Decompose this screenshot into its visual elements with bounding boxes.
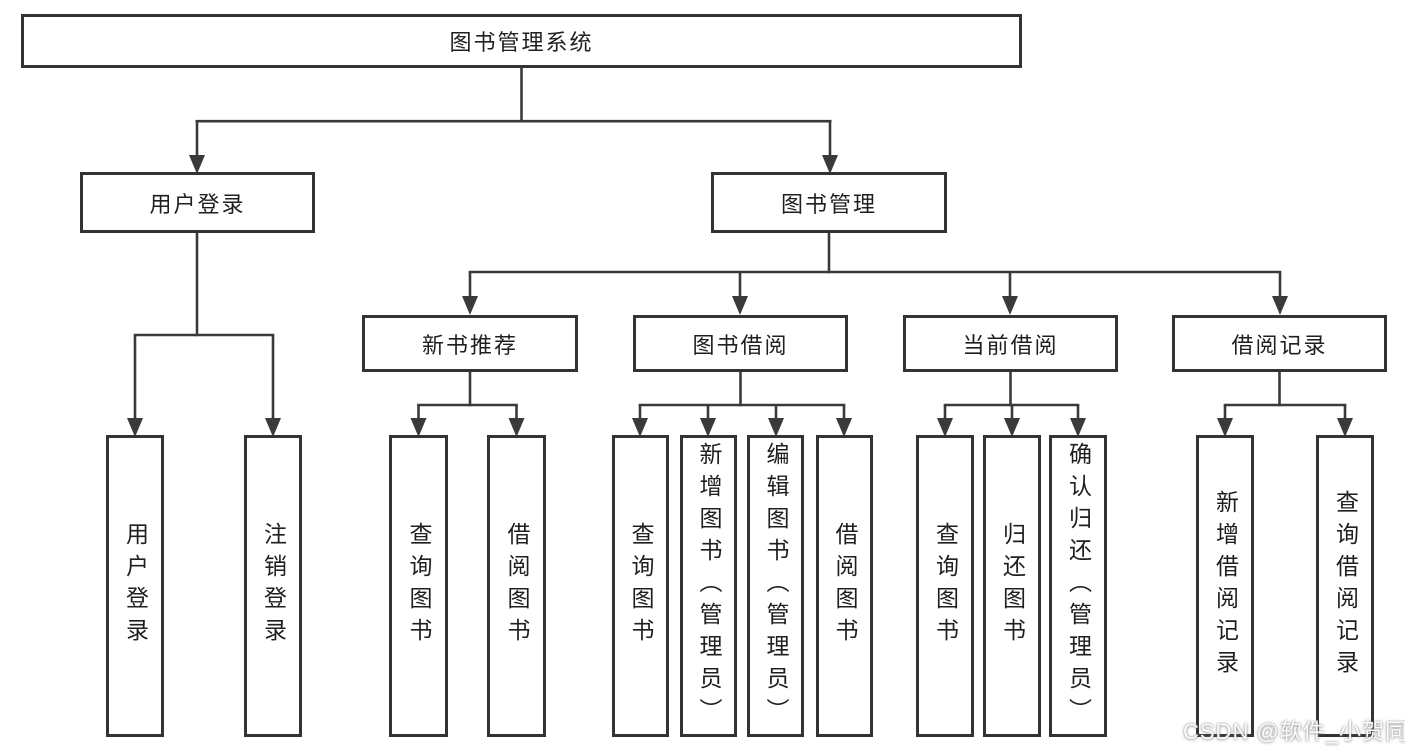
leaf-logout: 注销登录 xyxy=(244,435,302,737)
leaf-query-books-current: 查询图书 xyxy=(916,435,974,737)
leaf-query-borrow-record: 查询借阅记录 xyxy=(1316,435,1374,737)
leaf-query-books-recommend: 查询图书 xyxy=(389,435,448,737)
node-label: 新书推荐 xyxy=(421,332,518,358)
leaf-label: 查询图书 xyxy=(406,522,432,650)
leaf-label: 新增借阅记录 xyxy=(1212,490,1239,682)
leaf-label: 借阅图书 xyxy=(832,522,858,650)
leaf-query-books-borrow: 查询图书 xyxy=(612,435,669,737)
node-label: 图书管理 xyxy=(780,191,877,217)
node-library-management-system: 图书管理系统 xyxy=(21,14,1022,68)
node-new-book-recommend: 新书推荐 xyxy=(362,315,578,372)
node-user-login: 用户登录 xyxy=(80,172,315,233)
node-current-borrow: 当前借阅 xyxy=(903,315,1118,372)
node-label: 图书管理系统 xyxy=(449,30,594,55)
leaf-return-books: 归还图书 xyxy=(983,435,1041,737)
leaf-borrow-books: 借阅图书 xyxy=(816,435,873,737)
leaf-add-borrow-record: 新增借阅记录 xyxy=(1196,435,1254,737)
leaf-label: 归还图书 xyxy=(999,522,1026,650)
leaf-confirm-return-admin: 确认归还（管理员） xyxy=(1049,435,1107,737)
csdn-watermark: CSDN @软件_小贺同学 xyxy=(1183,719,1405,744)
leaf-label: 借阅图书 xyxy=(504,522,530,650)
node-label: 借阅记录 xyxy=(1231,332,1328,358)
leaf-label: 用户登录 xyxy=(122,522,149,650)
node-borrow-records: 借阅记录 xyxy=(1172,315,1387,372)
leaf-user-login: 用户登录 xyxy=(106,435,164,737)
leaf-label: 查询图书 xyxy=(628,522,654,650)
leaf-label: 注销登录 xyxy=(260,522,287,650)
node-book-borrow: 图书借阅 xyxy=(633,315,848,372)
leaf-borrow-books-recommend: 借阅图书 xyxy=(487,435,546,737)
node-label: 用户登录 xyxy=(149,191,246,217)
node-book-management: 图书管理 xyxy=(711,172,947,233)
leaf-label: 确认归还（管理员） xyxy=(1065,442,1092,730)
leaf-add-book-admin: 新增图书（管理员） xyxy=(680,435,737,737)
leaf-label: 编辑图书（管理员） xyxy=(763,442,789,730)
node-label: 当前借阅 xyxy=(962,332,1059,358)
leaf-label: 查询借阅记录 xyxy=(1332,490,1359,682)
leaf-edit-book-admin: 编辑图书（管理员） xyxy=(747,435,804,737)
node-label: 图书借阅 xyxy=(692,332,789,358)
leaf-label: 查询图书 xyxy=(932,522,959,650)
leaf-label: 新增图书（管理员） xyxy=(696,442,722,730)
